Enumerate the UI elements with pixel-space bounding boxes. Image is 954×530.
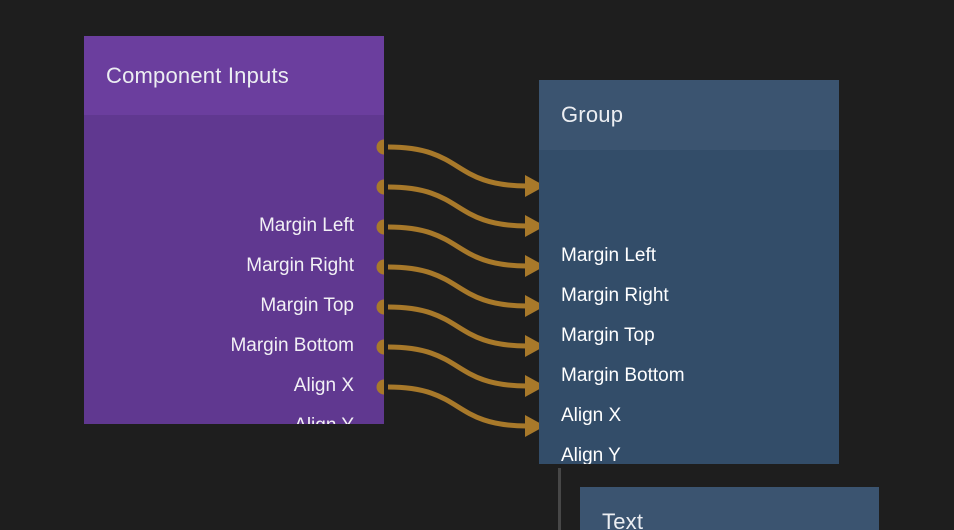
input-port-row[interactable]: Align Y	[561, 444, 621, 464]
node-group-header[interactable]: Group	[539, 80, 839, 150]
output-port-dot[interactable]	[376, 259, 384, 275]
connection-wire[interactable]	[387, 304, 528, 349]
node-text-header[interactable]: Text	[580, 487, 879, 530]
output-port-label: Align Y	[294, 414, 354, 424]
input-port-label: Margin Bottom	[561, 365, 685, 386]
input-port-label: Align X	[561, 405, 622, 426]
node-text-title: Text	[602, 509, 644, 530]
input-port-label: Margin Top	[561, 325, 655, 346]
output-port-dot[interactable]	[376, 299, 384, 315]
node-group-title: Group	[561, 102, 624, 127]
connection-wire[interactable]	[387, 224, 528, 269]
output-port-row[interactable]: Margin Left	[259, 214, 354, 238]
input-port-row[interactable]: Align X	[561, 404, 621, 428]
output-port-dot[interactable]	[376, 339, 384, 355]
output-port-row[interactable]: Margin Right	[246, 254, 354, 278]
input-port-label: Align Y	[561, 445, 621, 464]
input-port-row[interactable]: Margin Top	[561, 324, 655, 348]
output-port-row[interactable]: Margin Top	[260, 294, 354, 318]
input-port-row[interactable]: Margin Left	[561, 244, 656, 268]
output-port-dot[interactable]	[376, 379, 384, 395]
node-component-inputs-header[interactable]: Component Inputs	[84, 36, 384, 115]
node-text[interactable]: Text	[580, 487, 879, 530]
input-port-label: Margin Right	[561, 285, 669, 306]
output-port-dot[interactable]	[376, 139, 384, 155]
output-port-label: Margin Right	[246, 255, 354, 276]
node-component-inputs-title: Component Inputs	[106, 62, 289, 88]
output-port-dot[interactable]	[376, 179, 384, 195]
output-port-dot[interactable]	[376, 219, 384, 235]
connection-wire[interactable]	[387, 264, 528, 309]
connection-wire[interactable]	[387, 184, 528, 229]
connection-wire[interactable]	[387, 344, 528, 389]
input-port-row[interactable]: Margin Right	[561, 284, 669, 308]
hierarchy-guide-line	[558, 468, 561, 530]
output-port-label: Align X	[293, 375, 354, 396]
input-port-label: Margin Left	[561, 245, 657, 266]
output-port-row[interactable]: Align X	[294, 374, 354, 398]
connection-wire[interactable]	[387, 384, 528, 429]
output-port-label: Margin Top	[260, 295, 354, 316]
output-port-label: Margin Left	[258, 215, 354, 236]
connection-wire[interactable]	[387, 144, 528, 189]
output-port-row[interactable]: Align Y	[294, 414, 354, 424]
output-port-row[interactable]: Margin Bottom	[230, 334, 354, 358]
output-port-label: Margin Bottom	[230, 335, 354, 356]
input-port-row[interactable]: Margin Bottom	[561, 364, 685, 388]
